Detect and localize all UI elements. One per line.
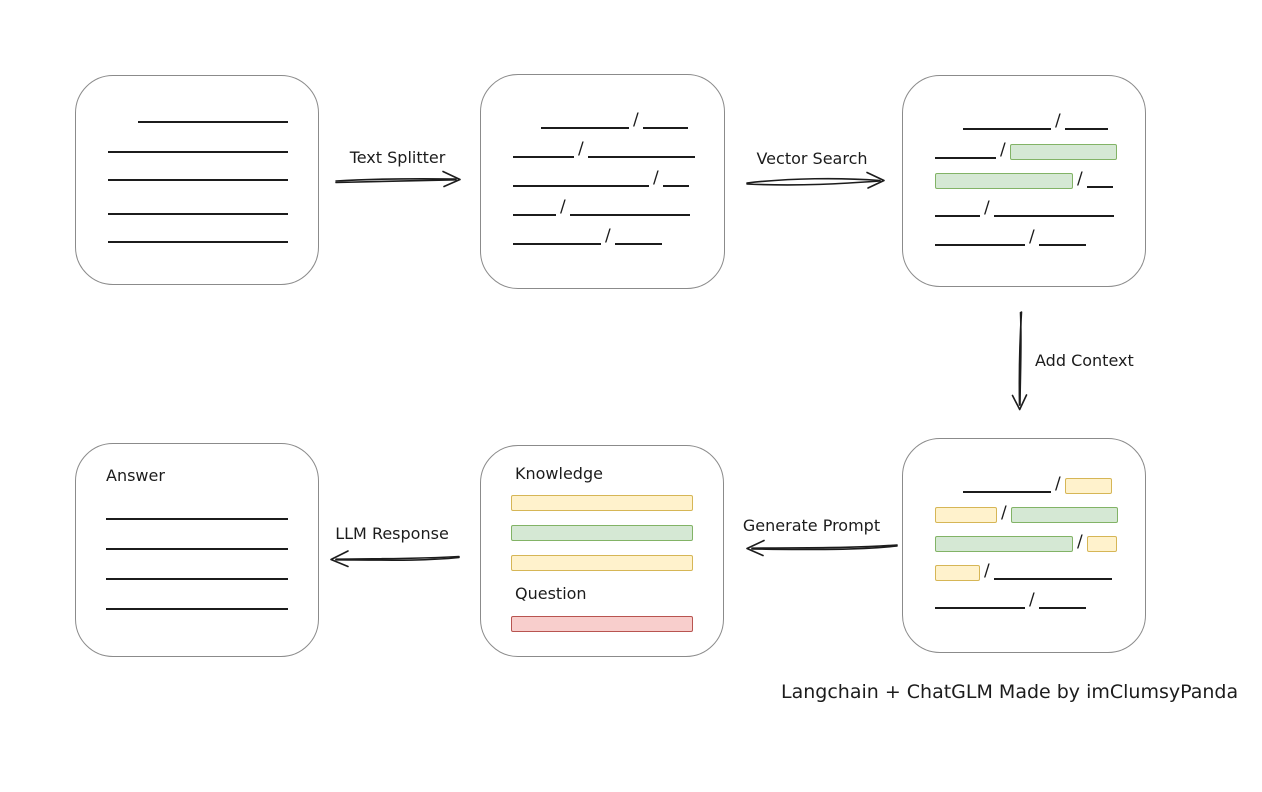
text-line (993, 578, 1112, 580)
prompt-box: Knowledge Question (480, 445, 724, 657)
generate-prompt-label: Generate Prompt (742, 516, 881, 535)
add-context-arrow (1011, 311, 1028, 411)
text-line (963, 491, 1051, 493)
add-context-label: Add Context (1035, 351, 1134, 370)
slash-separator: / (633, 110, 639, 130)
slash-separator: / (560, 197, 566, 217)
question-bar-red (511, 616, 693, 632)
slash-separator: / (1077, 169, 1083, 189)
chunk-yellow (1086, 536, 1117, 552)
slash-separator: / (1000, 140, 1006, 160)
split-text-box: / / / / / (480, 74, 725, 289)
chunk-row: / (935, 102, 1133, 131)
text-line (513, 243, 601, 245)
llm-response-label: LLM Response (335, 524, 449, 543)
chunk-rows: / / / / / (935, 465, 1133, 610)
slash-separator: / (1029, 227, 1035, 247)
chunk-row: / (935, 523, 1133, 552)
chunk-yellow (1064, 478, 1112, 494)
caption: Langchain + ChatGLM Made by imClumsyPand… (781, 681, 1239, 703)
text-line (138, 121, 288, 123)
text-line (513, 185, 649, 187)
chunk-row: / (513, 159, 712, 188)
slash-separator: / (653, 168, 659, 188)
text-line (1086, 186, 1113, 188)
text-splitter-label: Text Splitter (349, 148, 446, 167)
question-label: Question (515, 584, 587, 603)
text-line (541, 127, 629, 129)
text-line (662, 185, 689, 187)
chunk-yellow (935, 565, 980, 581)
text-line (569, 214, 690, 216)
text-line (587, 156, 695, 158)
chunk-row: / (935, 465, 1133, 494)
text-line (108, 179, 288, 181)
text-line (106, 578, 288, 580)
text-splitter-arrow (335, 170, 461, 188)
chunk-green (935, 173, 1073, 189)
chunk-row: / (935, 160, 1133, 189)
chunk-row: / (935, 581, 1133, 610)
chunk-row: / (935, 494, 1133, 523)
text-line (1038, 607, 1086, 609)
text-line (935, 157, 996, 159)
chunk-row: / (935, 131, 1133, 160)
text-line (614, 243, 662, 245)
vector-search-arrow (746, 171, 885, 189)
generate-prompt-arrow (746, 539, 898, 557)
text-line (513, 156, 574, 158)
chunk-yellow (935, 507, 997, 523)
slash-separator: / (605, 226, 611, 246)
chunk-row: / (513, 188, 712, 217)
answer-box: Answer (75, 443, 319, 657)
slash-separator: / (1001, 503, 1007, 523)
chunk-green (1009, 144, 1117, 160)
text-line (935, 244, 1025, 246)
chunk-green (935, 536, 1073, 552)
answer-label: Answer (106, 466, 165, 485)
llm-response-arrow (330, 550, 460, 568)
slash-separator: / (1055, 474, 1061, 494)
text-line (1038, 244, 1086, 246)
context-box: / / / / / (902, 438, 1146, 653)
text-line (935, 607, 1025, 609)
slash-separator: / (1055, 111, 1061, 131)
text-line (108, 151, 288, 153)
slash-separator: / (984, 198, 990, 218)
text-line (106, 548, 288, 550)
slash-separator: / (578, 139, 584, 159)
chunk-row: / (935, 552, 1133, 581)
chunk-green (1010, 507, 1118, 523)
knowledge-label: Knowledge (515, 464, 603, 483)
chunk-row: / (935, 218, 1133, 247)
knowledge-bar-yellow (511, 495, 693, 511)
chunk-rows: / / / / / (513, 101, 712, 246)
knowledge-bar-yellow (511, 555, 693, 571)
chunk-row: / (513, 130, 712, 159)
chunk-rows: / / / / / (935, 102, 1133, 247)
text-line (108, 213, 288, 215)
text-line (963, 128, 1051, 130)
vector-search-label: Vector Search (756, 149, 868, 168)
vector-search-result-box: / / / / / (902, 75, 1146, 287)
text-line (642, 127, 688, 129)
text-line (108, 241, 288, 243)
text-line (935, 215, 980, 217)
text-line (106, 518, 288, 520)
knowledge-bar-green (511, 525, 693, 541)
chunk-row: / (935, 189, 1133, 218)
slash-separator: / (1029, 590, 1035, 610)
text-line (106, 608, 288, 610)
text-line (1064, 128, 1108, 130)
text-line (993, 215, 1114, 217)
chunk-row: / (513, 217, 712, 246)
slash-separator: / (1077, 532, 1083, 552)
source-document-box (75, 75, 319, 285)
chunk-row: / (513, 101, 712, 130)
slash-separator: / (984, 561, 990, 581)
text-line (513, 214, 556, 216)
